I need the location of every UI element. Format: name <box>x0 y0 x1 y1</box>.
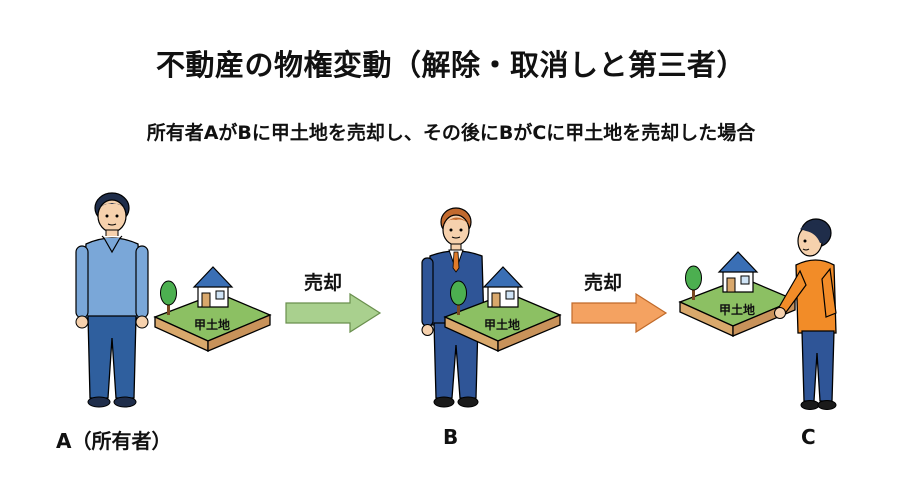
person-c-label: C <box>801 425 816 449</box>
person-a-label: A（所有者） <box>56 429 172 453</box>
sale-label-1: 売却 <box>304 272 343 294</box>
land-label-2: 甲土地 <box>484 317 520 332</box>
sale-arrow-1 <box>285 292 382 334</box>
land-parcel-1: 甲土地 <box>153 266 272 353</box>
person-c-figure <box>774 218 837 410</box>
person-a-figure <box>75 192 149 408</box>
sale-label-2: 売却 <box>584 272 623 294</box>
person-b-label: B <box>443 425 459 449</box>
scenario-subtitle: 所有者AがBに甲土地を売却し、その後にBがCに甲土地を売却した場合 <box>146 122 756 144</box>
sale-arrow-2 <box>571 292 668 334</box>
land-label-3: 甲土地 <box>719 302 755 317</box>
land-parcel-2: 甲土地 <box>443 266 562 353</box>
page-title: 不動産の物権変動（解除・取消しと第三者） <box>155 48 746 82</box>
land-label-1: 甲土地 <box>194 317 230 332</box>
